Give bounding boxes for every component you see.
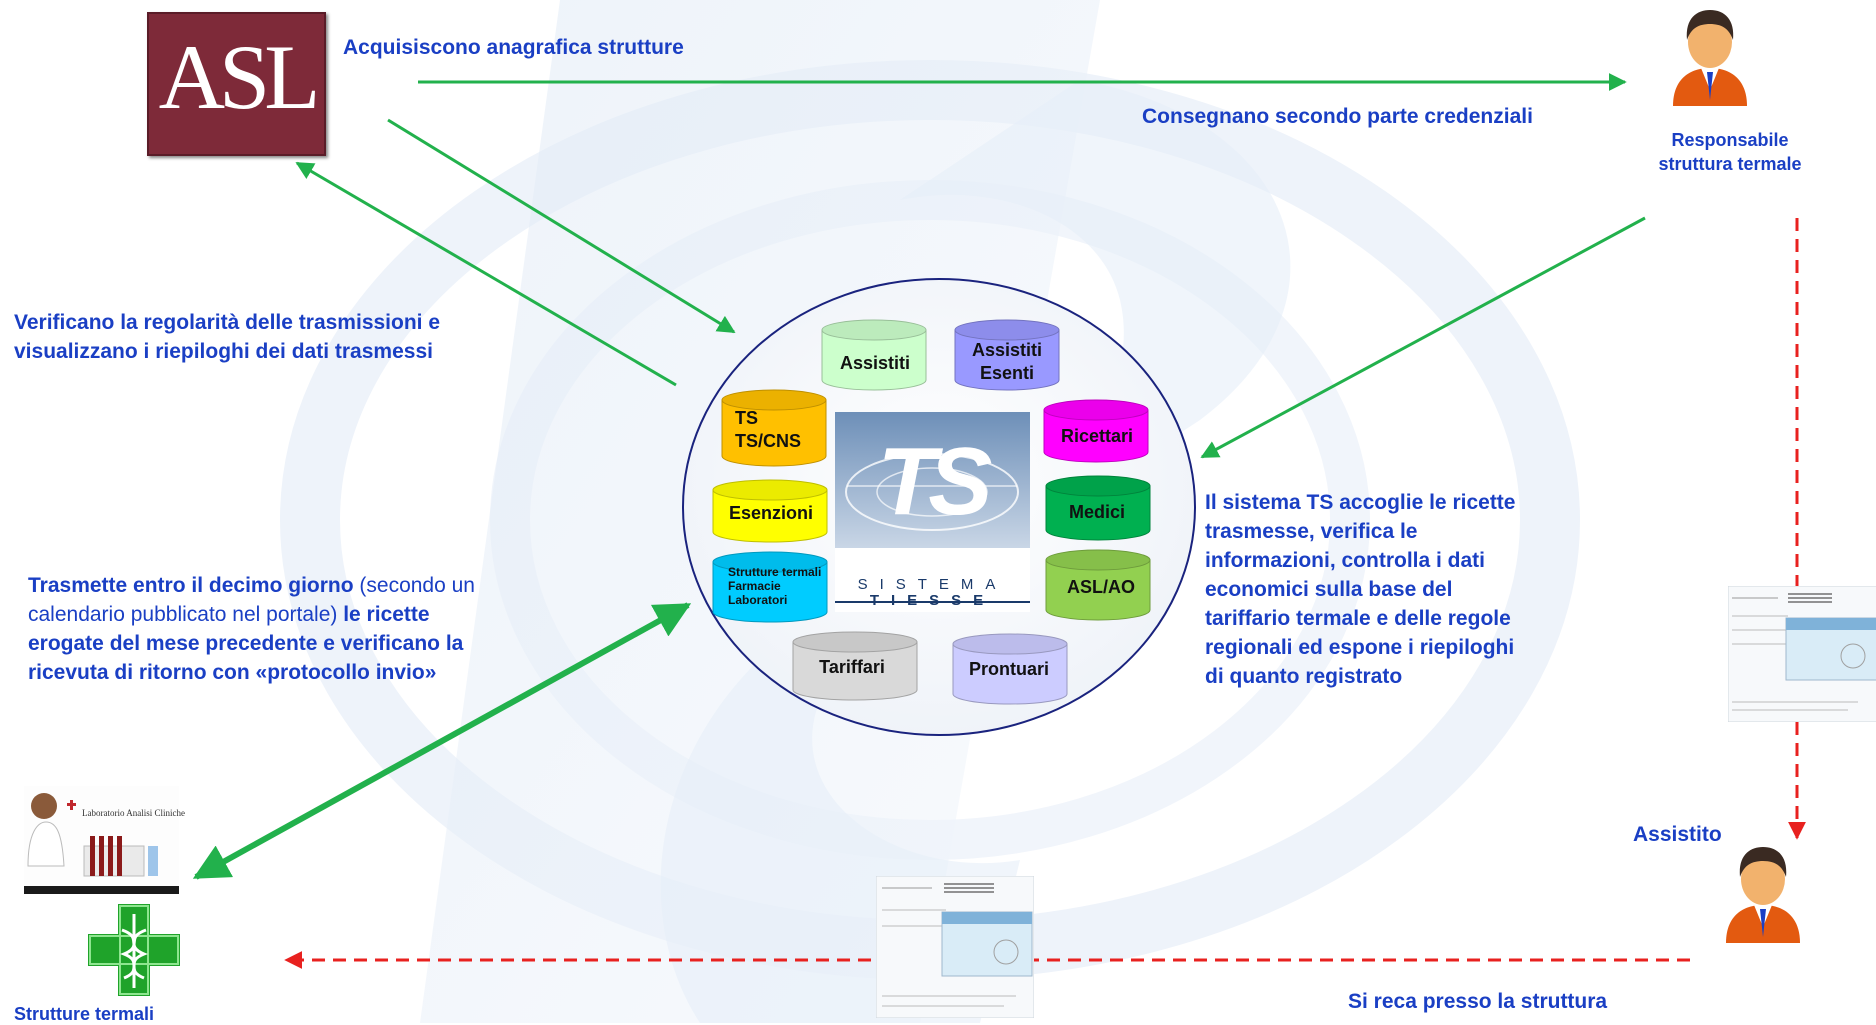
laboratory-image	[24, 786, 179, 894]
label-verificano-line1: Verificano la regolarità delle trasmissi…	[14, 311, 441, 334]
database-cylinder-assistiti-esenti	[954, 319, 1060, 391]
cylinder-label-medici: Medici	[1044, 501, 1150, 524]
label-responsabile-line1: Responsabile	[1671, 130, 1789, 150]
asl-logo-text: ASL	[158, 26, 321, 128]
ts-logo-word1: SISTEMA	[857, 576, 1008, 593]
cylinder-label-prontuari: Prontuari	[953, 658, 1065, 681]
cylinder-text: Ricettari	[1060, 426, 1134, 446]
label-sistema-line: informazioni, controlla i dati	[1205, 549, 1486, 572]
database-cylinder-assistiti	[821, 319, 927, 391]
cylinder-label-esenzioni: Esenzioni	[715, 502, 827, 525]
prescription-card-right-image	[1728, 586, 1876, 722]
cylinder-label-ricettari: Ricettari	[1044, 425, 1150, 448]
cylinder-label-asl-ao: ASL/AO	[1048, 576, 1154, 599]
arrow-system-to-asl	[295, 161, 677, 387]
database-cylinder-asl-ao	[1045, 549, 1151, 621]
cylinder-text: TS	[735, 408, 759, 428]
label-trasmette-normal2: calendario pubblicato nel portale)	[28, 603, 338, 626]
arrow-responsabile-to-system	[1200, 216, 1646, 459]
label-sistema-ts: Il sistema TS accoglie le ricette trasme…	[1205, 488, 1515, 691]
database-cylinder-ricettari	[1043, 399, 1149, 463]
label-trasmette-line4: ricevuta di ritorno con «protocollo invi…	[28, 661, 437, 684]
database-cylinder-ts-cns	[721, 389, 827, 467]
sistema-tiesse-logo: TS SISTEMA TIESSE	[835, 412, 1030, 612]
ts-logo-mark: TS	[877, 428, 993, 535]
cylinder-text: Tariffari	[819, 657, 885, 677]
cylinder-text: ASL/AO	[1066, 577, 1135, 597]
cylinder-text: Farmacie	[728, 579, 781, 593]
label-responsabile: Responsabile struttura termale	[1630, 128, 1830, 176]
label-trasmette: Trasmette entro il decimo giorno (second…	[28, 571, 568, 687]
label-responsabile-line2: struttura termale	[1658, 154, 1802, 174]
cylinder-label-ts-cns: TS TS/CNS	[735, 407, 801, 453]
cylinder-text: Assistiti	[971, 340, 1043, 360]
label-trasmette-bold1: Trasmette entro il decimo giorno	[28, 574, 354, 597]
cylinder-label-assistiti: Assistiti	[822, 352, 928, 375]
label-sistema-line: regionali ed espone i riepiloghi	[1205, 636, 1515, 659]
label-sistema-line: Il sistema TS accoglie le ricette	[1205, 491, 1516, 514]
label-acquisiscono: Acquisiscono anagrafica strutture	[343, 36, 684, 59]
pharmacy-cross-icon	[88, 904, 180, 996]
cylinder-text: Prontuari	[968, 659, 1049, 679]
database-cylinder-prontuari	[952, 633, 1068, 705]
ts-logo-word2: TIESSE	[869, 592, 996, 609]
cylinder-text: Laboratori	[728, 593, 788, 607]
label-sistema-line: tariffario termale e delle regole	[1205, 607, 1511, 630]
label-sistema-line: trasmesse, verifica le	[1205, 520, 1418, 543]
label-strutture-termali: Strutture termali	[14, 1004, 155, 1024]
label-assistito: Assistito	[1633, 823, 1722, 846]
cylinder-text: Medici	[1068, 502, 1125, 522]
cylinder-text: TS/CNS	[735, 431, 802, 451]
cylinder-label-assistiti-esenti: Assistiti Esenti	[954, 339, 1060, 385]
person-assistito-icon	[1726, 847, 1800, 943]
laboratory-sign-text: Laboratorio Analisi Cliniche	[82, 808, 185, 818]
arrow-strutture-system-bidirectional	[192, 602, 692, 880]
cylinder-label-tariffari: Tariffari	[792, 656, 912, 679]
database-cylinder-strutture	[712, 551, 828, 623]
label-trasmette-line3: erogate del mese precedente e verificano…	[28, 632, 464, 655]
cylinder-text: Esenzioni	[728, 503, 813, 523]
label-consegnano: Consegnano secondo parte credenziali	[1142, 105, 1533, 128]
database-cylinder-tariffari	[792, 631, 918, 701]
label-trasmette-bold2: le ricette	[337, 603, 430, 626]
label-trasmette-normal1: (secondo un	[353, 574, 475, 597]
label-verificano: Verificano la regolarità delle trasmissi…	[14, 308, 440, 366]
cylinder-text: Assistiti	[839, 353, 911, 373]
cylinder-text: Strutture termali	[728, 565, 822, 579]
database-cylinder-esenzioni	[712, 479, 828, 543]
asl-logo: ASL	[147, 12, 326, 156]
person-responsabile-icon	[1673, 10, 1747, 106]
label-si-reca: Si reca presso la struttura	[1348, 990, 1608, 1013]
cylinder-label-strutture: Strutture termali Farmacie Laboratori	[728, 565, 821, 607]
label-verificano-line2: visualizzano i riepiloghi dei dati trasm…	[14, 340, 433, 363]
arrow-asl-to-system	[387, 118, 736, 334]
database-cylinder-medici	[1045, 475, 1151, 541]
label-sistema-line: economici sulla base del	[1205, 578, 1453, 601]
cylinder-text: Esenti	[979, 363, 1035, 383]
label-sistema-line: di quanto registrato	[1205, 665, 1403, 688]
prescription-card-bottom-image	[876, 876, 1034, 1018]
